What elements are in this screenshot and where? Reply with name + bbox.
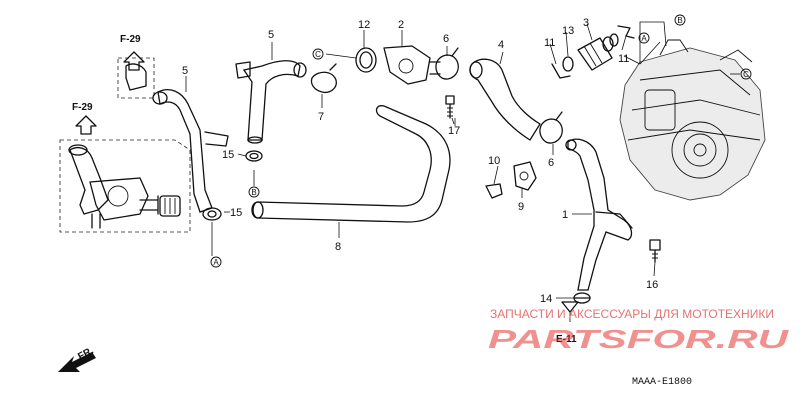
marker-a-2: A: [641, 34, 647, 43]
part-8-long-hose: [251, 105, 451, 223]
ref-front: FR.: [76, 345, 96, 362]
thermostat-subassembly: [59, 139, 191, 233]
part-1-water-pipe: [565, 138, 633, 291]
part-17-bolt: [445, 95, 455, 119]
callout-10: 10: [488, 155, 500, 167]
part-16-bolt: [649, 239, 661, 263]
ref-f29-top: F-29: [120, 34, 141, 45]
leader-lines: [185, 21, 740, 322]
callout-3: 3: [583, 17, 589, 29]
callout-2: 2: [398, 19, 404, 31]
watermark-logo: PARTSFOR.RU: [488, 324, 790, 354]
part-7-hose-clamp: [310, 63, 337, 94]
callout-8: 8: [335, 241, 341, 253]
part-6-clamp-top: [435, 47, 459, 80]
down-arrow-e11: [561, 301, 579, 313]
up-arrow-f29-top: [123, 51, 145, 71]
part-11-clip-left: [551, 63, 571, 79]
callout-17: 17: [448, 125, 460, 137]
callout-15-lower: 15: [230, 207, 242, 219]
part-13-o-ring-right: [609, 33, 619, 47]
part-3-pipe-joint: [577, 36, 614, 71]
part-9-bracket: [513, 161, 537, 191]
ref-f29-left: F-29: [72, 102, 93, 113]
callout-5-center: 5: [268, 29, 274, 41]
part-5-water-pipe-left: [152, 89, 229, 213]
callout-9: 9: [518, 201, 524, 213]
part-12-o-ring: [355, 47, 377, 73]
part-6-clamp-mid: [539, 111, 563, 144]
callout-6-mid: 6: [548, 157, 554, 169]
marker-c-2: C: [743, 70, 749, 79]
diagram-code: MAAA-E1800: [632, 377, 692, 388]
marker-b-1: B: [251, 188, 256, 197]
callout-1: 1: [562, 209, 568, 221]
callout-13: 13: [562, 25, 574, 37]
callout-4: 4: [498, 39, 504, 51]
callout-16: 16: [646, 279, 658, 291]
front-direction-arrow: [58, 352, 96, 372]
part-2-housing: [383, 45, 441, 85]
part-15-washer-lower: [202, 207, 222, 221]
part-15-washer-upper: [245, 150, 263, 162]
part-4-hose: [469, 58, 541, 141]
callout-6-top: 6: [443, 33, 449, 45]
callout-14: 14: [540, 293, 552, 305]
marker-b-2: B: [677, 16, 682, 25]
marker-a-1: A: [213, 258, 219, 267]
callout-7: 7: [318, 111, 324, 123]
circle-markers: [210, 14, 752, 268]
f29-top-clip: [117, 57, 155, 99]
callout-11-right: 11: [618, 53, 629, 65]
watermark-caption: ЗАПЧАСТИ И АКСЕССУАРЫ ДЛЯ МОТОТЕХНИКИ: [490, 307, 774, 321]
callout-5-left: 5: [182, 65, 188, 77]
callout-15-upper: 15: [222, 149, 234, 161]
part-13-o-ring-left: [562, 56, 574, 72]
part-11-clip-right: [617, 25, 635, 39]
part-10-clip: [485, 183, 503, 199]
part-5-water-pipe-center: [235, 60, 307, 144]
up-arrow-f29-left: [75, 115, 97, 135]
ref-e11: E-11: [556, 334, 577, 345]
marker-c-1: C: [315, 50, 321, 59]
callout-11-left: 11: [544, 37, 555, 49]
callout-12: 12: [358, 19, 370, 31]
engine-illustration: [619, 39, 766, 201]
